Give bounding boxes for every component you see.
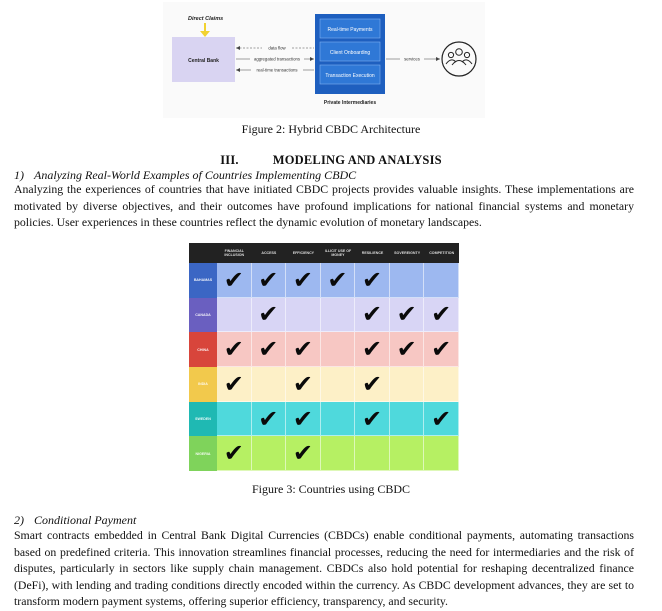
table-cell xyxy=(251,436,287,471)
column-header: ILLICIT USE OF MONEY xyxy=(324,249,352,257)
row-label: SWEDEN xyxy=(189,401,217,437)
check-icon: ✔ xyxy=(251,332,287,367)
table-cell xyxy=(389,401,425,437)
subsection2-heading: 2) Conditional Payment xyxy=(14,513,136,528)
aggregated-arrow-icon xyxy=(310,57,314,61)
aggregated-label-bg xyxy=(250,55,304,62)
central-bank-box xyxy=(172,37,235,82)
transaction-execution-box xyxy=(319,64,381,85)
check-icon: ✔ xyxy=(217,263,252,298)
hybrid-cbdc-diagram: Direct Claims Central Bank data flow agg… xyxy=(163,2,485,118)
subsection1-paragraph: Analyzing the experiences of countries t… xyxy=(14,182,634,229)
check-icon: ✔ xyxy=(217,367,252,402)
table-cell xyxy=(424,367,459,402)
check-icon: ✔ xyxy=(286,436,321,471)
check-icon: ✔ xyxy=(286,332,321,367)
data-flow-arrow-icon xyxy=(236,46,240,50)
subsection1-heading: 1) Analyzing Real-World Examples of Count… xyxy=(14,168,356,183)
check-icon: ✔ xyxy=(389,297,425,333)
row-label: INDIA xyxy=(189,367,217,402)
check-icon: ✔ xyxy=(286,263,321,298)
section-heading: III. MODELING AND ANALYSIS xyxy=(0,153,662,168)
check-icon: ✔ xyxy=(320,263,356,298)
subsection2-paragraph: Smart contracts embedded in Central Bank… xyxy=(14,528,634,608)
diagram-canvas: Direct Claims Central Bank data flow agg… xyxy=(172,14,477,106)
users-group-icon xyxy=(441,41,477,77)
figure3-caption: Figure 3: Countries using CBDC xyxy=(251,482,410,496)
table-cell xyxy=(424,436,459,471)
table-cell xyxy=(355,436,390,471)
column-header: COMPETITION xyxy=(429,251,455,255)
column-header: SOVEREIGNTY xyxy=(394,251,421,255)
check-icon: ✔ xyxy=(217,436,252,471)
central-bank-label: Central Bank xyxy=(188,58,219,64)
check-icon: ✔ xyxy=(355,401,390,437)
countries-cbdc-table: FINANCIAL INCLUSION ACCESS EFFICIENCY ILLIC… xyxy=(189,243,459,471)
check-icon: ✔ xyxy=(251,297,287,333)
row-label: BAHAMAS xyxy=(189,263,217,298)
table-cell xyxy=(389,436,425,471)
real-time-payments-label: Real-time Payments xyxy=(327,27,373,33)
table-cell xyxy=(217,297,252,333)
check-icon: ✔ xyxy=(286,401,321,437)
subsection2-number: 2) xyxy=(14,513,24,527)
check-icon: ✔ xyxy=(389,332,425,367)
direct-claims-arrow-head xyxy=(200,31,210,37)
check-icon: ✔ xyxy=(251,263,287,298)
services-arrow-icon xyxy=(436,57,440,61)
check-icon: ✔ xyxy=(355,263,390,298)
table-cell xyxy=(389,263,425,298)
real-time-payments-box xyxy=(319,18,381,39)
real-time-label-bg xyxy=(251,66,303,73)
table-cell xyxy=(320,332,356,367)
table-cell xyxy=(320,436,356,471)
check-icon: ✔ xyxy=(355,367,390,402)
real-time-arrow-icon xyxy=(236,68,240,72)
services-label: services xyxy=(404,57,420,62)
column-header: ACCESS xyxy=(261,251,277,255)
check-icon: ✔ xyxy=(355,297,390,333)
table-cell xyxy=(251,367,287,402)
data-flow-label: data flow xyxy=(268,46,286,51)
client-onboarding-label: Client Onboarding xyxy=(330,50,371,56)
table-cell xyxy=(217,401,252,437)
subsection1-number: 1) xyxy=(14,168,24,182)
row-label: CHINA xyxy=(189,332,217,367)
table-cell xyxy=(320,297,356,333)
private-intermediaries-label: Private Intermediaries xyxy=(324,100,376,106)
subsection2-title: Conditional Payment xyxy=(34,513,137,527)
aggregated-transactions-label: aggregated transactions xyxy=(254,57,300,62)
row-label: NIGERIA xyxy=(189,436,217,471)
client-onboarding-box xyxy=(319,41,381,62)
check-icon: ✔ xyxy=(251,401,287,437)
row-label: CANADA xyxy=(189,297,217,333)
table-cell xyxy=(424,263,459,298)
figure2-caption: Figure 2: Hybrid CBDC Architecture xyxy=(241,122,421,136)
real-time-transactions-label: real-time transactions xyxy=(256,68,297,73)
data-flow-label-bg xyxy=(262,44,292,51)
transaction-execution-label: Transaction Execution xyxy=(325,73,375,79)
check-icon: ✔ xyxy=(424,401,459,437)
subsection1-title: Analyzing Real-World Examples of Countri… xyxy=(34,168,357,182)
check-icon: ✔ xyxy=(217,332,252,367)
section-number: III. xyxy=(220,153,239,167)
check-icon: ✔ xyxy=(424,297,459,333)
column-header: RESILIENCE xyxy=(361,251,384,255)
check-icon: ✔ xyxy=(286,367,321,402)
table-cell xyxy=(320,367,356,402)
column-header: FINANCIAL INCLUSION xyxy=(224,249,245,257)
table-cell xyxy=(389,367,425,402)
table-cell xyxy=(320,401,356,437)
check-icon: ✔ xyxy=(355,332,390,367)
direct-claims-label: Direct Claims xyxy=(188,16,223,22)
table-cell xyxy=(286,297,321,333)
section-title: MODELING AND ANALYSIS xyxy=(272,153,442,167)
column-header: EFFICIENCY xyxy=(292,251,315,255)
check-icon: ✔ xyxy=(424,332,459,367)
services-label-bg xyxy=(400,55,424,62)
